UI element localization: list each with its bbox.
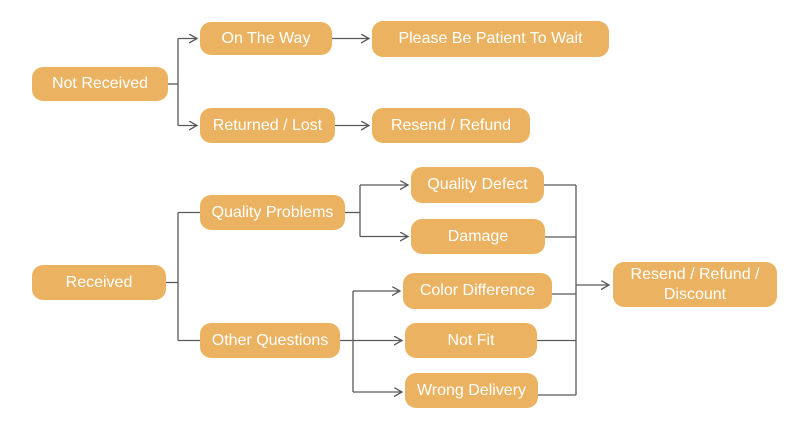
- node-on-the-way: On The Way: [200, 22, 332, 55]
- node-wrong-delivery: Wrong Delivery: [405, 373, 538, 408]
- node-resend-refund: Resend / Refund: [372, 108, 530, 143]
- node-color-difference: Color Difference: [403, 273, 552, 309]
- node-resend-refund-discount: Resend / Refund / Discount: [613, 262, 777, 307]
- node-not-received: Not Received: [32, 67, 168, 101]
- node-not-fit: Not Fit: [405, 323, 537, 358]
- node-quality-problems: Quality Problems: [200, 195, 345, 230]
- node-quality-defect: Quality Defect: [411, 167, 544, 203]
- node-please-be-patient-to-wait: Please Be Patient To Wait: [372, 21, 609, 57]
- node-damage: Damage: [411, 219, 545, 254]
- node-received: Received: [32, 265, 166, 300]
- node-other-questions: Other Questions: [200, 323, 340, 358]
- node-returned-lost: Returned / Lost: [200, 108, 335, 143]
